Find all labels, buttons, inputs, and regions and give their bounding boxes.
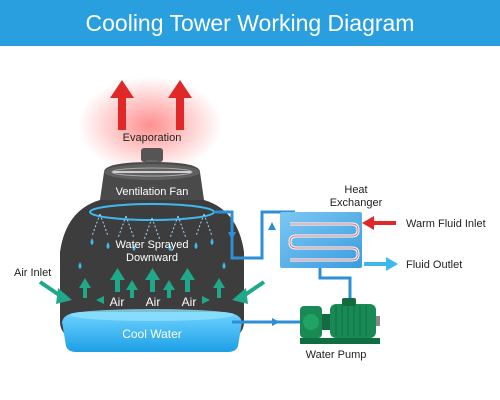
page-title: Cooling Tower Working Diagram [85,10,415,36]
air-inlet-label: Air Inlet [14,267,51,279]
water-pump-label: Water Pump [306,349,367,361]
evaporation-arrow-left [110,80,134,130]
water-sprayed-label-line2: Downward [126,252,178,264]
water-sprayed-label-line1: Water Sprayed [116,239,189,251]
evaporation-label: Evaporation [123,132,182,144]
water-pump [300,298,380,344]
heat-exchanger [280,212,362,268]
cool-water-basin [62,312,242,352]
pipe-flow-arrows [228,222,280,326]
air-up-arrows [79,268,225,298]
warm-fluid-inlet-arrow [362,216,396,230]
air-label-3: Air [182,295,197,309]
ventilation-fan-label: Ventilation Fan [116,186,189,198]
warm-fluid-inlet-label: Warm Fluid Inlet [406,218,486,230]
fluid-outlet-arrow [364,257,398,271]
air-label-2: Air [146,295,161,309]
fan-blades-icon [111,167,193,177]
heat-exchanger-label-line2: Exchanger [330,197,383,209]
evaporation-glow [78,77,222,173]
cool-water-label: Cool Water [122,327,182,341]
air-label-1: Air [110,295,125,309]
title-banner [0,0,500,46]
heat-exchanger-label-line1: Heat [344,184,367,196]
water-droplets [78,238,226,269]
evaporation-arrow-right [168,80,192,130]
fan-motor [141,148,163,162]
fluid-outlet-label: Fluid Outlet [406,259,462,271]
air-inlet-arrows [38,280,266,304]
